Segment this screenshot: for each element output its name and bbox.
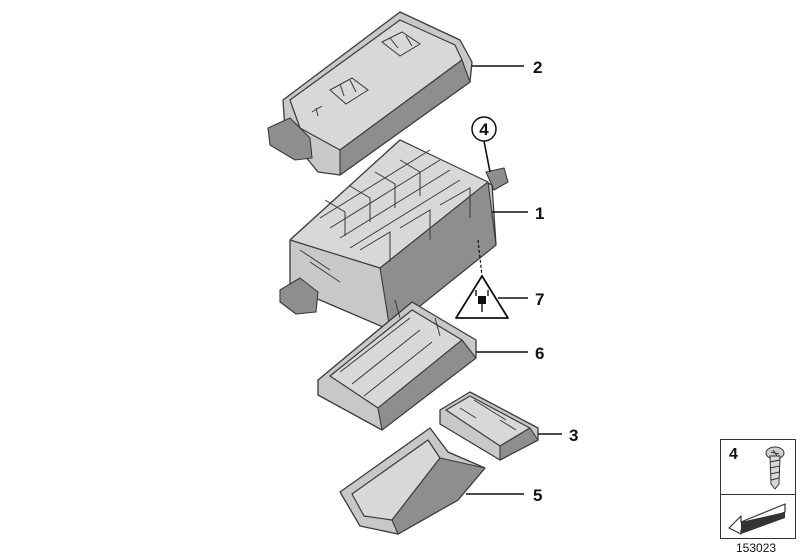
electrical-warning-icon xyxy=(455,275,509,319)
fuse-box-part[interactable] xyxy=(279,139,509,331)
diagram-id: 153023 xyxy=(736,541,777,555)
screw-icon xyxy=(765,446,785,490)
arrow-icon xyxy=(728,503,786,535)
callout-2-group: 2 xyxy=(472,58,542,77)
callout-5: 5 xyxy=(533,486,542,505)
legend-item-number: 4 xyxy=(729,446,738,463)
legend-box: 4 xyxy=(720,439,796,539)
cover-part[interactable] xyxy=(267,11,473,176)
callout-4: 4 xyxy=(479,120,489,139)
callout-2: 2 xyxy=(533,58,542,77)
callout-7-group: 7 xyxy=(455,239,544,319)
frame-part[interactable] xyxy=(317,299,477,431)
callout-3: 3 xyxy=(569,426,578,445)
callout-6: 6 xyxy=(535,344,544,363)
plate-part[interactable] xyxy=(439,391,539,461)
tray-part[interactable] xyxy=(339,427,486,535)
callout-7: 7 xyxy=(535,290,544,309)
callout-6-group: 6 xyxy=(476,344,544,363)
callout-4-group: 4 xyxy=(471,116,497,173)
legend-divider xyxy=(721,494,795,495)
callout-1: 1 xyxy=(535,204,544,223)
callout-5-group: 5 xyxy=(466,486,542,505)
callout-1-group: 1 xyxy=(492,204,544,223)
callout-3-group: 3 xyxy=(538,426,578,445)
